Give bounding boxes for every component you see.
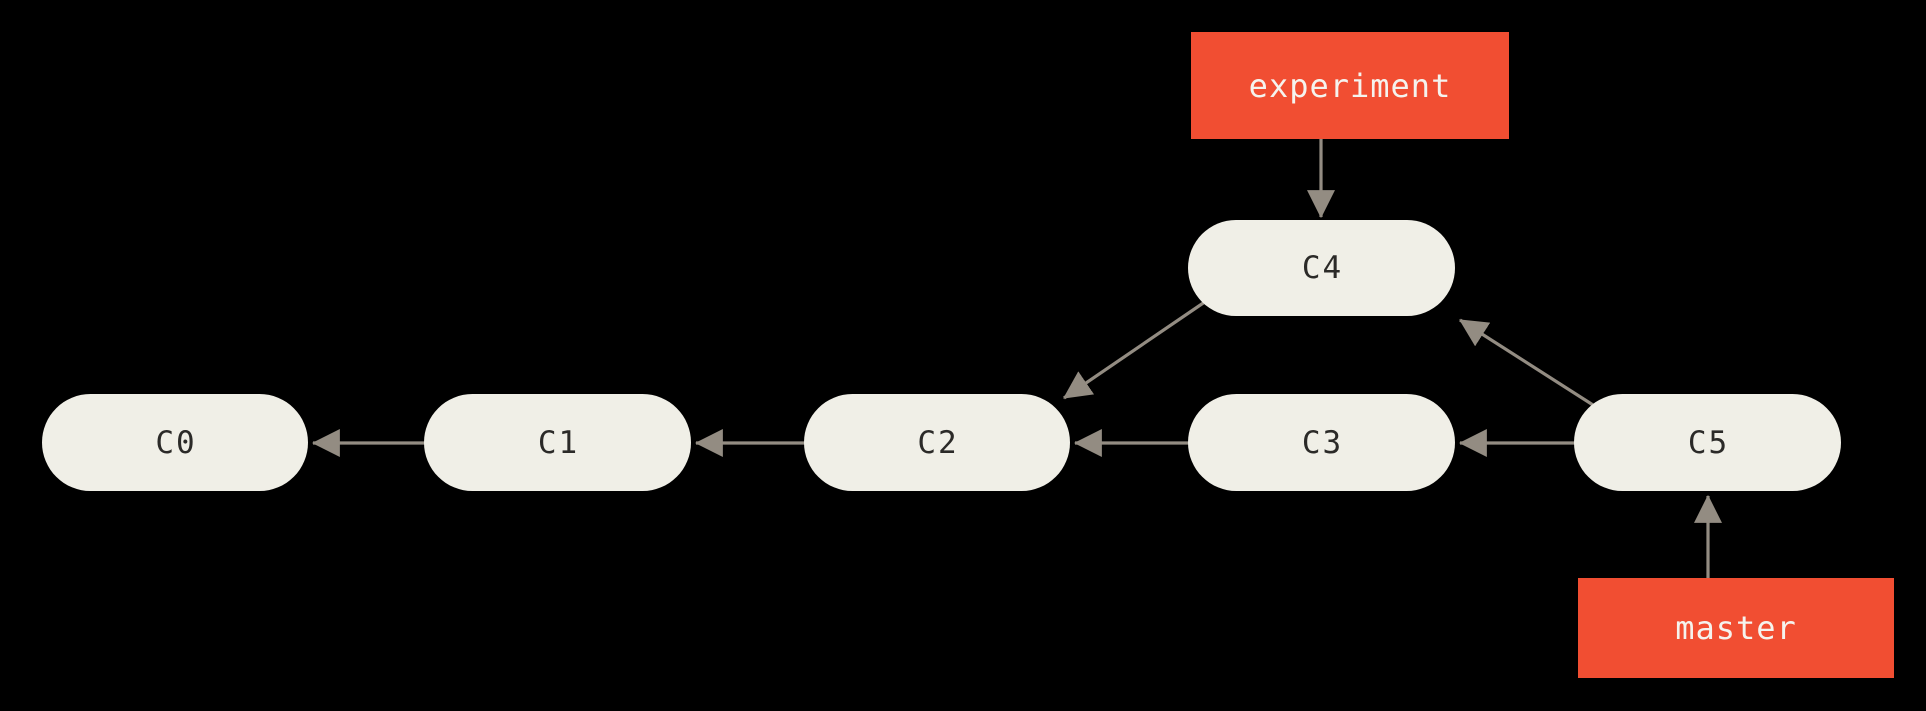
edge-c5-to-c4 [1459, 318, 1605, 414]
edge-c4-to-c2 [1063, 293, 1216, 400]
commit-node-c0: C0 [42, 394, 308, 491]
branch-label-master: master [1578, 578, 1894, 678]
commit-node-c5: C5 [1574, 394, 1841, 491]
commit-node-c4: C4 [1188, 220, 1455, 316]
commit-node-c1: C1 [424, 394, 691, 491]
commit-node-c3: C3 [1188, 394, 1455, 491]
branch-label-experiment: experiment [1191, 32, 1509, 139]
commit-node-c2: C2 [804, 394, 1070, 491]
